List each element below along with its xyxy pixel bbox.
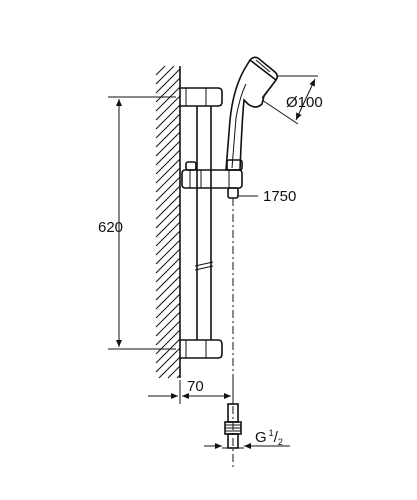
diameter-label: Ø100 [286, 94, 323, 111]
thread-label-numerator: 1 [269, 428, 274, 438]
dimension-diameter: Ø100 [261, 75, 323, 125]
height-label: 620 [98, 219, 123, 236]
hatch-line [155, 167, 181, 193]
bottom-wall-bracket [180, 339, 223, 359]
hatch-line [155, 257, 181, 283]
hatch-line [155, 293, 181, 319]
hatch-line [155, 347, 181, 373]
hatch-line [167, 365, 181, 379]
hatch-line [155, 86, 181, 112]
hatch-line [155, 131, 181, 157]
top-wall-bracket [180, 87, 223, 107]
slider-holder [181, 161, 243, 199]
hatch-line [155, 185, 181, 211]
hatch-line [155, 194, 181, 220]
dimension-offset: 70 [148, 378, 234, 404]
hatch-line [155, 302, 181, 328]
dimension-hose: 1750 [238, 188, 296, 205]
hatch-line [155, 266, 181, 292]
hatch-line [155, 140, 181, 166]
hatch-line [155, 311, 181, 337]
wall [155, 65, 181, 379]
hatch-line [155, 68, 181, 94]
shower-rail [194, 106, 214, 340]
hatch-line [155, 212, 181, 238]
hatch-line [155, 221, 181, 247]
hose-length-label: 1750 [263, 188, 296, 205]
thread-label-main: G [255, 429, 267, 446]
hatch-line [155, 203, 181, 229]
hatch-line [155, 239, 181, 265]
hand-shower [225, 56, 279, 171]
hatch-line [176, 374, 181, 379]
hatch-line [155, 104, 181, 130]
hatch-line [155, 77, 181, 103]
hatch-line [155, 248, 181, 274]
hatch-line [155, 95, 181, 121]
hatch-line [155, 158, 181, 184]
hatch-line [155, 122, 181, 148]
hatch-line [155, 230, 181, 256]
wall-hatching [155, 65, 181, 379]
hatch-line [155, 176, 181, 202]
hatch-line [155, 65, 175, 85]
hatch-line [158, 356, 181, 379]
hatch-line [155, 65, 166, 76]
offset-label: 70 [187, 378, 204, 395]
hatch-line [155, 320, 181, 346]
hatch-line [155, 284, 181, 310]
thread-label-denominator: 2 [278, 437, 283, 447]
hatch-line [155, 338, 181, 364]
hatch-line [155, 329, 181, 355]
hatch-line [155, 275, 181, 301]
hatch-line [155, 149, 181, 175]
hatch-line [155, 113, 181, 139]
outlet-connector [222, 403, 244, 449]
dimension-height: 620 [98, 96, 176, 350]
